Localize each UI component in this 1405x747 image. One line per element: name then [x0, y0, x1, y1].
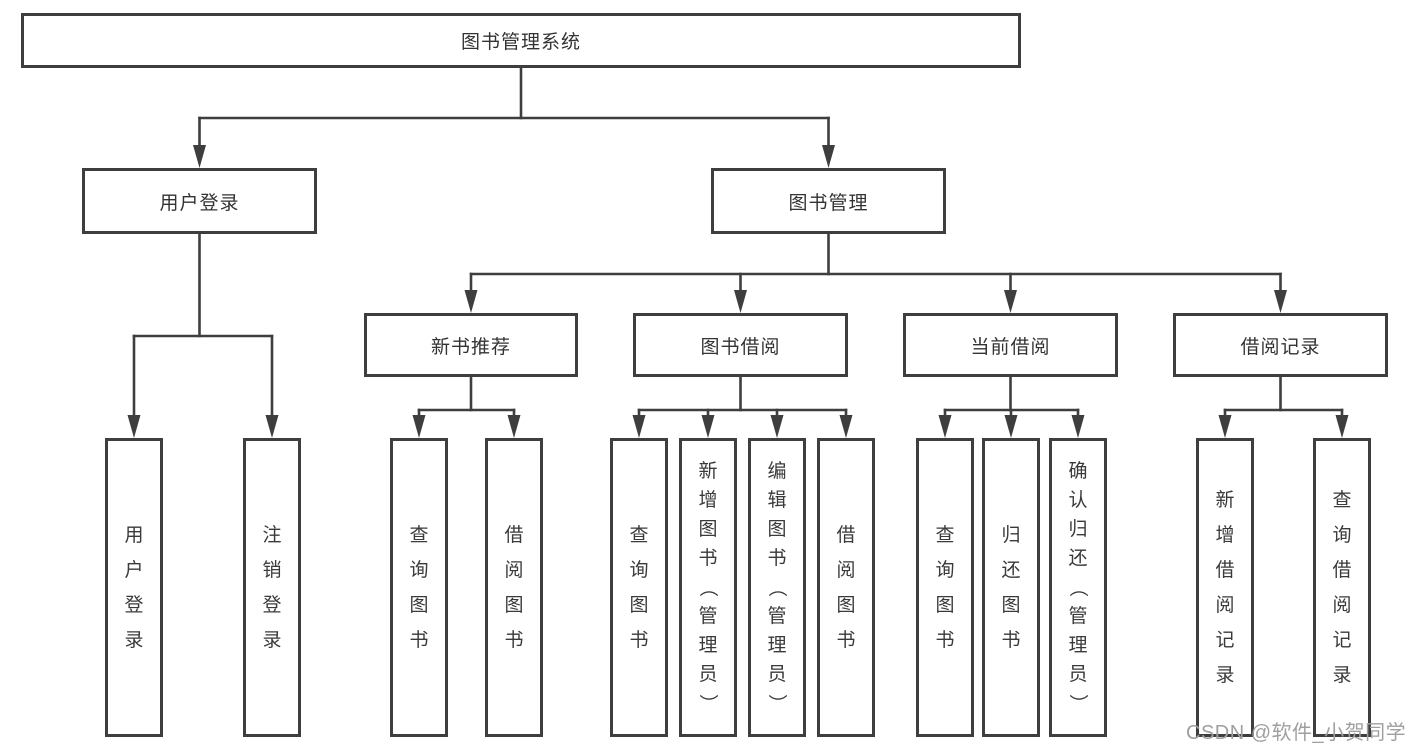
arrowhead-down-icon: [822, 145, 835, 168]
node-label: 注销登录: [262, 524, 282, 651]
node-current-borrow: 当前借阅: [903, 313, 1118, 377]
arrowhead-down-icon: [193, 145, 206, 168]
arrowhead-down-icon: [1218, 415, 1232, 438]
arrowhead-down-icon: [1071, 415, 1085, 438]
node-edit-books-admin: 编辑图书（管理员）: [748, 438, 806, 737]
node-user-login: 用户登录: [82, 168, 317, 234]
node-label: 图书管理系统: [460, 32, 581, 53]
node-book-management: 图书管理: [711, 168, 946, 234]
node-add-books-admin: 新增图书（管理员）: [679, 438, 737, 737]
arrowhead-down-icon: [265, 415, 279, 438]
node-label: 用户登录: [159, 192, 240, 214]
node-label: 查询借阅记录: [1332, 489, 1352, 686]
node-label: 用户登录: [124, 524, 144, 651]
watermark: CSDN @软件_小贺同学: [1186, 722, 1405, 744]
node-label: 新书推荐: [430, 336, 511, 358]
arrowhead-down-icon: [938, 415, 952, 438]
node-user-login-leaf: 用户登录: [105, 438, 163, 737]
arrowhead-down-icon: [127, 415, 141, 438]
node-label: 查询图书: [409, 524, 429, 651]
node-confirm-return-admin: 确认归还（管理员）: [1049, 438, 1107, 737]
arrowhead-down-icon: [464, 290, 478, 313]
node-label: 图书管理: [788, 192, 869, 214]
node-book-borrow: 图书借阅: [633, 313, 848, 377]
arrowhead-down-icon: [1004, 290, 1017, 313]
arrowhead-down-icon: [734, 290, 747, 313]
node-label: 归还图书: [1001, 524, 1021, 651]
arrowhead-down-icon: [770, 415, 784, 438]
node-logout: 注销登录: [243, 438, 301, 737]
node-root: 图书管理系统: [21, 13, 1021, 68]
node-label: 查询图书: [935, 524, 955, 651]
node-label: 借阅图书: [836, 524, 856, 651]
node-label: 新增图书（管理员）: [697, 461, 719, 714]
arrowhead-down-icon: [701, 415, 715, 438]
arrowhead-down-icon: [1004, 415, 1018, 438]
node-label: 图书借阅: [700, 336, 781, 358]
node-query-books-borrow: 查询图书: [610, 438, 668, 737]
node-new-book-recommend: 新书推荐: [364, 313, 578, 377]
arrowhead-down-icon: [1274, 290, 1287, 313]
node-label: 借阅图书: [504, 524, 524, 651]
node-borrow-records: 借阅记录: [1173, 313, 1388, 377]
node-borrow-books-recommend: 借阅图书: [485, 438, 543, 737]
node-label: 当前借阅: [970, 336, 1051, 358]
node-query-books-recommend: 查询图书: [390, 438, 448, 737]
node-label: 查询图书: [629, 524, 649, 651]
node-query-books-current: 查询图书: [916, 438, 974, 737]
node-return-books: 归还图书: [982, 438, 1040, 737]
node-label: 新增借阅记录: [1215, 489, 1235, 686]
arrowhead-down-icon: [507, 415, 521, 438]
node-borrow-books-borrow: 借阅图书: [817, 438, 875, 737]
node-label: 编辑图书（管理员）: [766, 461, 788, 714]
arrowhead-down-icon: [1335, 415, 1349, 438]
arrowhead-down-icon: [632, 415, 646, 438]
node-label: 确认归还（管理员）: [1067, 461, 1089, 714]
node-add-borrow-record: 新增借阅记录: [1196, 438, 1254, 737]
node-query-borrow-record: 查询借阅记录: [1313, 438, 1371, 737]
arrowhead-down-icon: [412, 415, 426, 438]
arrowhead-down-icon: [839, 415, 853, 438]
node-label: 借阅记录: [1240, 336, 1321, 358]
